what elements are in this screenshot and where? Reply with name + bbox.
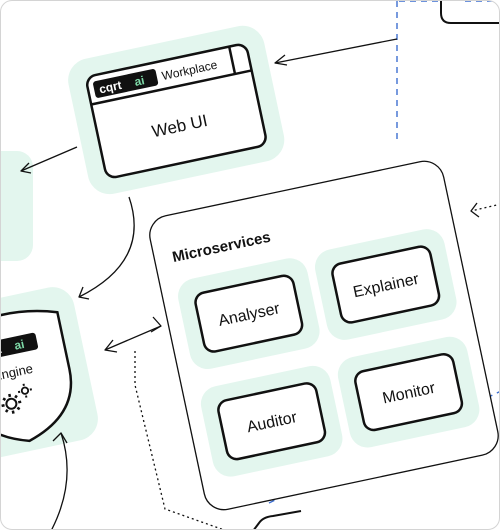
engine-brand-ai: ai: [13, 337, 26, 353]
webui-node[interactable]: cqrt ai Workplace Web UI: [64, 22, 288, 199]
dotted-connectors: [134, 203, 499, 529]
microservices-node: Microservices Analyser Explainer Auditor…: [149, 160, 499, 511]
dotted-microservices-down: [134, 351, 224, 529]
engine-node[interactable]: cqrt ai Engine: [1, 283, 102, 466]
arrow-webui-engine: [78, 196, 135, 298]
gear-icon: [1, 393, 22, 414]
monitor-service[interactable]: [353, 352, 464, 432]
auditor-service[interactable]: [217, 381, 327, 461]
arrow-bottom-engine: [51, 432, 68, 529]
arrow-into-webui: [274, 38, 398, 64]
connectors: [20, 38, 398, 529]
webui-brand-logo: [93, 69, 159, 98]
arrowheads: [20, 54, 480, 444]
dotted-right-in: [470, 203, 499, 212]
arrow-webui-left: [20, 146, 78, 172]
bottom-partial-box: [253, 510, 302, 529]
dashed-boundary: [396, 1, 499, 141]
webui-brand: cqrt: [98, 78, 123, 96]
explainer-service[interactable]: [331, 245, 441, 324]
top-right-box: [440, 1, 499, 24]
webui-header-tab: [227, 46, 237, 75]
analyser-service[interactable]: [194, 274, 304, 353]
webui-header-divider: [90, 69, 252, 106]
gear-small-icon: [17, 383, 33, 398]
left-edge-highlight: [1, 151, 33, 261]
engine-shield: [1, 309, 73, 443]
engine-brand-logo: [1, 332, 39, 362]
arrow-engine-microservices: [104, 325, 162, 351]
webui-brand-ai: ai: [133, 73, 146, 89]
